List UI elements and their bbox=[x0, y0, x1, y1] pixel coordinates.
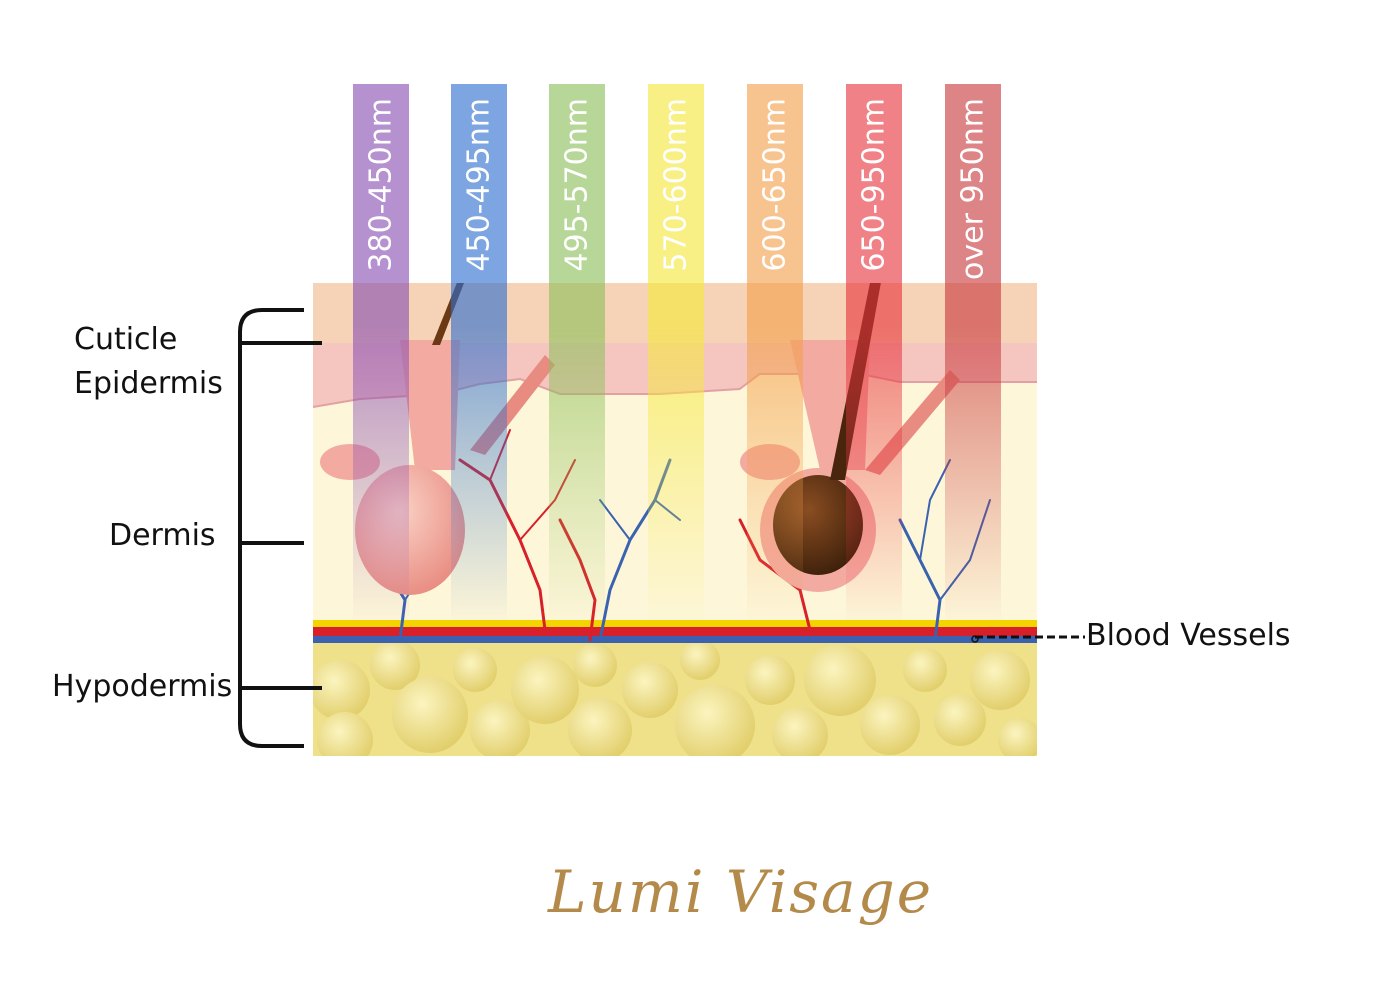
fat-cell bbox=[622, 662, 678, 718]
wavelength-band-label: 650-950nm bbox=[856, 98, 892, 272]
wavelength-band-label: 600-650nm bbox=[757, 98, 793, 272]
wavelength-band-label: 570-600nm bbox=[658, 98, 694, 272]
fat-cell bbox=[745, 655, 795, 705]
fat-cell bbox=[970, 650, 1030, 710]
fat-cell bbox=[860, 695, 920, 755]
wavelength-band-label: 450-495nm bbox=[461, 98, 497, 272]
wavelength-band: 450-495nm bbox=[451, 84, 507, 624]
fat-cells bbox=[313, 640, 1037, 756]
fat-cell bbox=[998, 718, 1037, 756]
fat-cell bbox=[772, 707, 828, 756]
fat-cell bbox=[934, 694, 986, 746]
fat-cell bbox=[453, 648, 497, 692]
brand-logo: Lumi Visage bbox=[548, 858, 934, 926]
fat-cell bbox=[680, 640, 720, 680]
fat-cell bbox=[317, 712, 373, 756]
wavelength-band: 650-950nm bbox=[846, 84, 902, 624]
vein-band bbox=[313, 636, 1037, 643]
wavelength-band-label: over 950nm bbox=[955, 98, 991, 280]
wavelength-band: 570-600nm bbox=[648, 84, 704, 624]
artery-band bbox=[313, 627, 1037, 636]
fat-cell bbox=[392, 677, 468, 753]
wavelength-band: 600-650nm bbox=[747, 84, 803, 624]
fat-cell bbox=[573, 643, 617, 687]
fat-cell bbox=[568, 698, 632, 756]
hypodermis-label: Hypodermis bbox=[52, 669, 233, 704]
fat-cell bbox=[370, 640, 420, 690]
wavelength-band-label: 380-450nm bbox=[363, 98, 399, 272]
wavelength-band-label: 495-570nm bbox=[559, 98, 595, 272]
blood-vessels-label: Blood Vessels bbox=[1086, 618, 1291, 653]
fat-cell bbox=[470, 700, 530, 756]
fat-cell bbox=[804, 644, 876, 716]
epidermis-label: Epidermis bbox=[74, 366, 223, 401]
fat-cell bbox=[903, 648, 947, 692]
wavelength-band: 495-570nm bbox=[549, 84, 605, 624]
cuticle-label: Cuticle bbox=[74, 322, 178, 357]
fat-cell bbox=[675, 685, 755, 756]
dermis-label: Dermis bbox=[109, 518, 216, 553]
fat-cell bbox=[313, 660, 370, 720]
wavelength-band: 380-450nm bbox=[353, 84, 409, 624]
wavelength-band: over 950nm bbox=[945, 84, 1001, 624]
fat-cell bbox=[511, 656, 579, 724]
